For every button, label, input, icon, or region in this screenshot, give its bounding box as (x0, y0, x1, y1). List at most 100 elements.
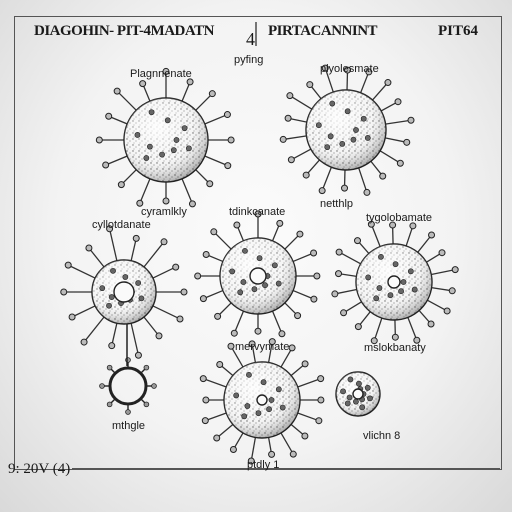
label-ptdly-1: ptdly 1 (247, 459, 280, 471)
spike-tip (194, 272, 202, 280)
label-mthgle: mthgle (112, 420, 146, 432)
capsid-shading (124, 98, 208, 182)
spike-tip (384, 79, 392, 87)
surface-knob (360, 115, 367, 122)
spike (108, 228, 118, 263)
surface-knob (353, 127, 359, 133)
spike-tip (286, 92, 294, 100)
spike-tip (247, 457, 255, 465)
spike-tip (284, 114, 292, 122)
spike (357, 309, 372, 328)
spike (203, 289, 225, 300)
surface-knob (367, 395, 373, 402)
ring-spike-tip (143, 364, 150, 371)
spike (151, 304, 181, 320)
surface-knob (398, 288, 404, 295)
spike-tip (208, 90, 216, 98)
capsid-shading (306, 90, 386, 170)
virus-mervymate (199, 338, 325, 465)
spike (139, 176, 152, 204)
spike-tip (370, 337, 378, 345)
spike (429, 286, 453, 292)
label-mervymate: mervymate (235, 341, 290, 353)
spike (343, 300, 364, 314)
surface-knob (392, 261, 399, 268)
ring-spike-tip (106, 401, 113, 408)
label-netthlp: netthlp (320, 198, 354, 210)
spike-tip (227, 136, 235, 144)
spike-tip (210, 228, 218, 236)
spike (359, 71, 370, 95)
spike-tip (340, 309, 348, 317)
header-title-right: PIT64 (438, 23, 479, 39)
spike-tip (134, 351, 142, 359)
surface-knob (246, 371, 252, 378)
ring-body (108, 366, 148, 406)
core-opening (256, 394, 268, 406)
spike-tip (331, 290, 339, 298)
spike-tip (427, 320, 435, 328)
virus-tygolobamate (331, 220, 459, 345)
spike-tip (448, 287, 456, 295)
spike-tip (213, 434, 221, 442)
surface-knob (324, 144, 331, 151)
spike-tip (310, 249, 318, 257)
virus-cyllotdanate (60, 225, 188, 359)
spike-tip (139, 80, 147, 88)
spike (71, 304, 97, 318)
label-pyfing: pyfing (234, 54, 264, 66)
spike (180, 81, 191, 104)
spike (105, 154, 130, 166)
spike-tip (132, 234, 140, 242)
footer-rule (72, 468, 500, 469)
surface-knob (387, 292, 394, 299)
ring-particle-mthgle (99, 357, 157, 415)
spike (180, 176, 194, 205)
surface-knob (373, 295, 380, 302)
surface-knob (164, 117, 171, 124)
spike-tip (229, 445, 237, 453)
spike-tip (365, 68, 373, 76)
spike-tip (302, 171, 310, 179)
spike-tip (276, 219, 284, 227)
spike (205, 411, 229, 422)
spike-tip (341, 184, 349, 192)
spike-tip (105, 112, 113, 120)
core-opening (352, 388, 364, 400)
spike (378, 149, 401, 164)
surface-knob (315, 122, 322, 129)
spike (213, 231, 233, 251)
spike (283, 135, 309, 141)
spike (370, 224, 382, 249)
spike (289, 95, 314, 111)
surface-knob (256, 255, 263, 262)
spike (279, 347, 293, 370)
spike (116, 90, 139, 113)
surface-knob (268, 397, 275, 403)
surface-knob (329, 100, 336, 107)
spike-tip (136, 199, 144, 207)
surface-knob (138, 295, 145, 302)
spike-tip (202, 251, 210, 259)
surface-knob (170, 147, 177, 154)
spike-tip (396, 159, 404, 167)
spike-tip (403, 138, 411, 146)
diagram-frame (14, 16, 502, 470)
virus-plyolesmate (279, 64, 415, 196)
spike-tip (199, 375, 207, 383)
spike (425, 298, 448, 312)
surface-knob (347, 376, 354, 383)
surface-knob (106, 302, 112, 309)
surface-knob (365, 274, 372, 281)
spike (291, 252, 314, 263)
spike (233, 309, 245, 334)
spike-tip (60, 288, 68, 296)
spike (305, 158, 322, 176)
spike (267, 341, 273, 365)
spike (111, 321, 118, 346)
spike-tip (294, 312, 302, 320)
label-plagnnenate: Plagnnenate (130, 68, 192, 80)
spike-tip (438, 249, 446, 257)
surface-knob (271, 262, 278, 269)
spike-tip (64, 261, 72, 269)
